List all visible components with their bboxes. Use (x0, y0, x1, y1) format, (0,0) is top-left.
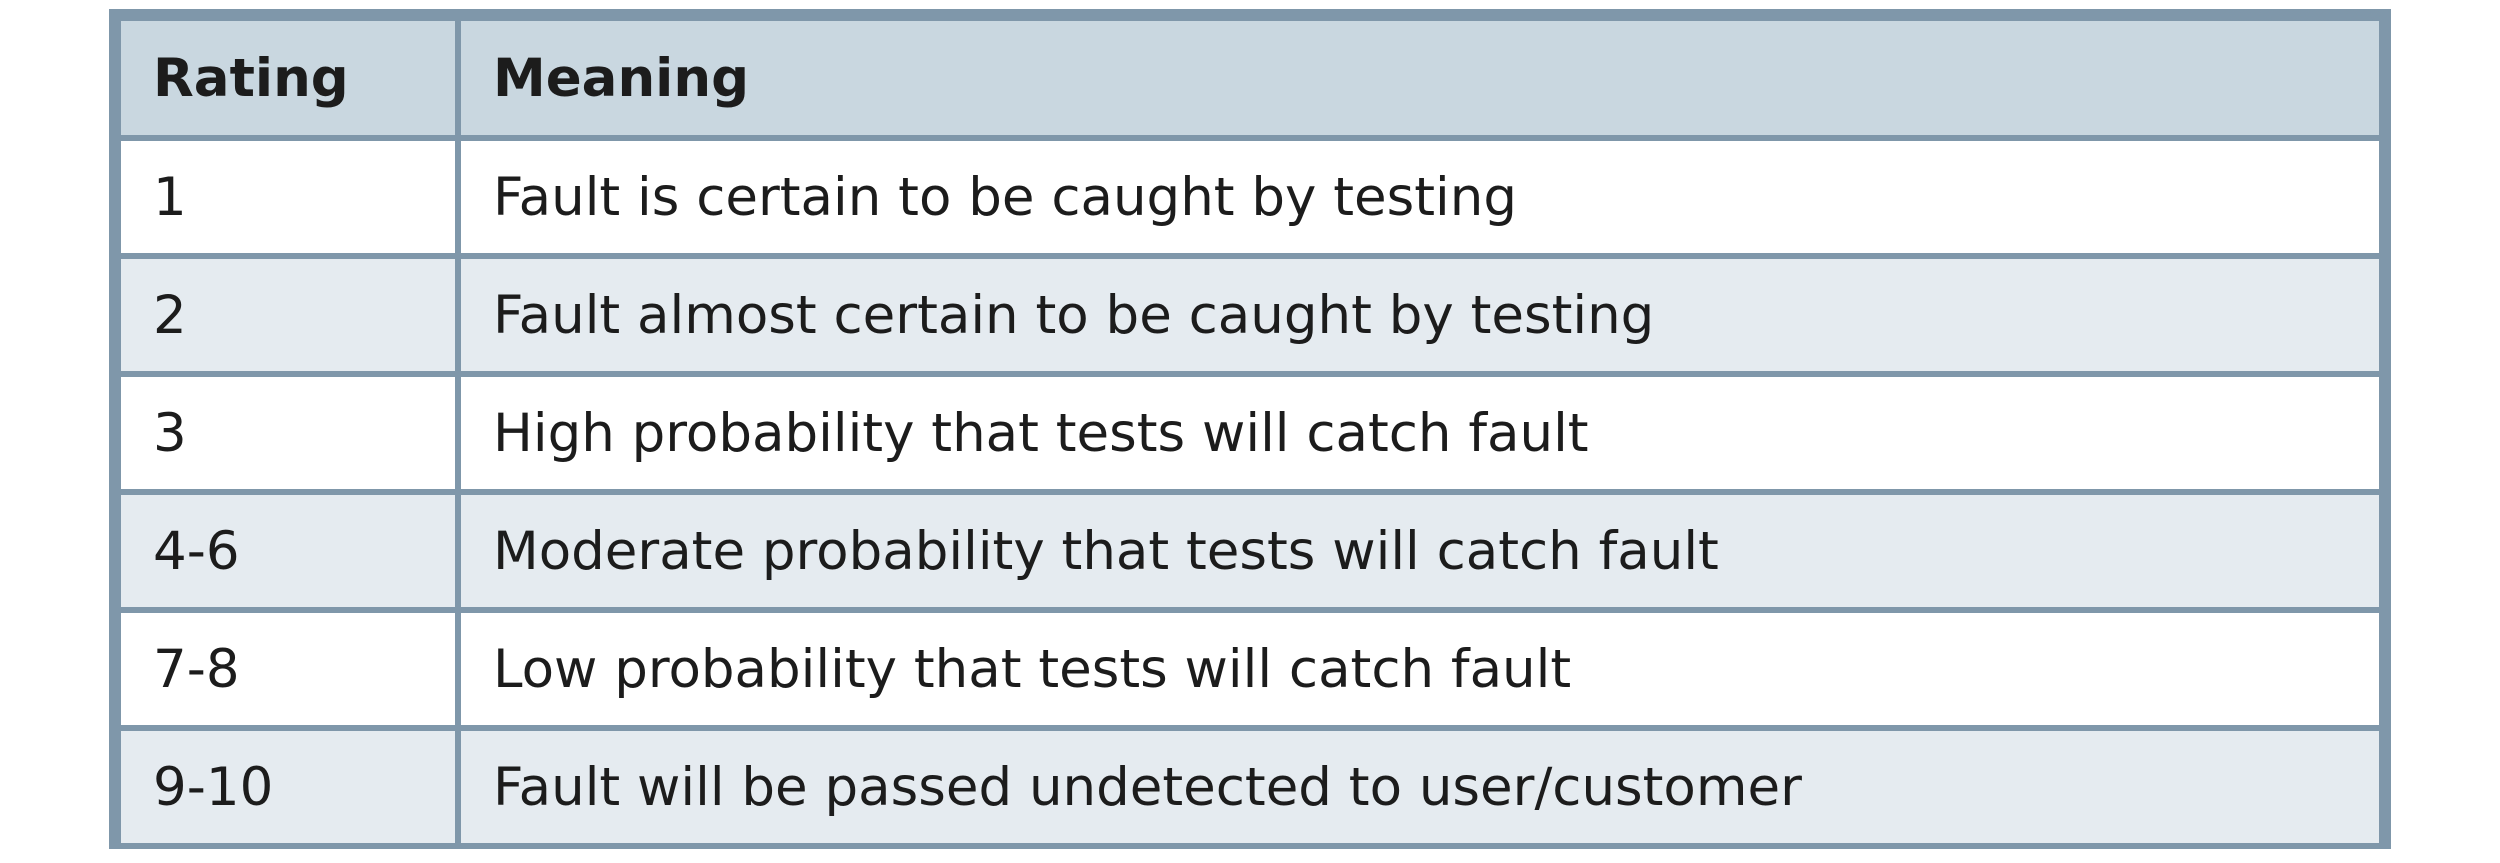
column-header-meaning: Meaning (455, 15, 2385, 141)
meaning-cell: Fault almost certain to be caught by tes… (455, 253, 2385, 377)
table-body: 1 Fault is certain to be caught by testi… (115, 135, 2385, 849)
rating-cell: 1 (115, 135, 461, 259)
column-header-rating: Rating (115, 15, 461, 141)
table-row: 3 High probability that tests will catch… (115, 371, 2385, 495)
meaning-cell: Moderate probability that tests will cat… (455, 489, 2385, 613)
table-row: 2 Fault almost certain to be caught by t… (115, 253, 2385, 377)
meaning-cell: High probability that tests will catch f… (455, 371, 2385, 495)
rating-cell: 2 (115, 253, 461, 377)
table-row: 4-6 Moderate probability that tests will… (115, 489, 2385, 613)
rating-cell: 7-8 (115, 607, 461, 731)
header-row: Rating Meaning (115, 15, 2385, 141)
table-row: 9-10 Fault will be passed undetected to … (115, 725, 2385, 849)
rating-table-container: Rating Meaning 1 Fault is certain to be … (109, 9, 2391, 849)
rating-cell: 3 (115, 371, 461, 495)
rating-table: Rating Meaning 1 Fault is certain to be … (115, 15, 2385, 849)
table-row: 1 Fault is certain to be caught by testi… (115, 135, 2385, 259)
table-row: 7-8 Low probability that tests will catc… (115, 607, 2385, 731)
meaning-cell: Low probability that tests will catch fa… (455, 607, 2385, 731)
meaning-cell: Fault is certain to be caught by testing (455, 135, 2385, 259)
meaning-cell: Fault will be passed undetected to user/… (455, 725, 2385, 849)
table-header: Rating Meaning (115, 15, 2385, 141)
rating-cell: 9-10 (115, 725, 461, 849)
rating-cell: 4-6 (115, 489, 461, 613)
